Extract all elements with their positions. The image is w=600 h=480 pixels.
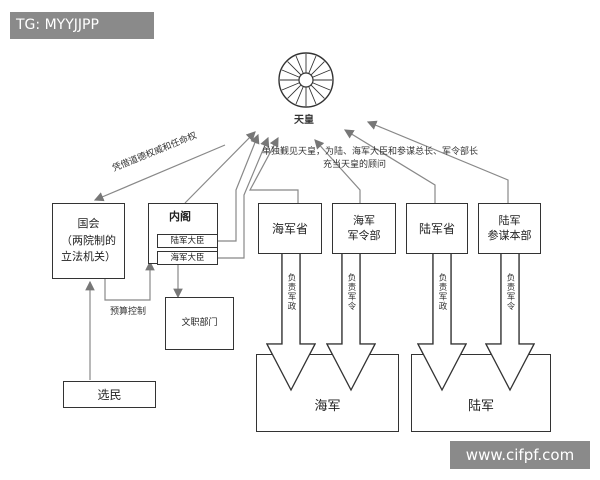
diet-box: 国会 （两院制的 立法机关） <box>52 203 125 279</box>
emperor-to-diet-arrow <box>93 144 226 202</box>
army-minister-box: 陆军大臣 <box>157 234 218 248</box>
navy-admin-label: 负责军政 <box>286 273 296 311</box>
top-note-line1: 单独觐见天皇，为陆、海军大臣和参谋总长、军令部长 <box>262 147 479 157</box>
army-admin-label: 负责军政 <box>437 273 447 311</box>
army-minister-to-emperor-arrow <box>218 133 260 242</box>
army-label: 陆军 <box>467 399 494 415</box>
navy-ministry-to-emperor-arrow <box>248 136 299 203</box>
top-note-line2: 充当天皇的顾问 <box>323 160 387 170</box>
budget-control-label: 预算控制 <box>109 304 148 317</box>
army-command-resp-label: 负责军令 <box>505 273 515 311</box>
army-ministry-to-emperor-arrow <box>343 129 436 203</box>
watermark-top: TG: MYYJJPP <box>10 12 154 39</box>
cabinet-to-emperor-arrow <box>184 131 256 204</box>
army-ministry-box: 陆军省 <box>406 203 468 254</box>
emperor-label: 天皇 <box>294 115 314 126</box>
navy-minister-to-emperor-arrow <box>218 136 270 259</box>
watermark-bottom: www.cifpf.com <box>450 441 590 469</box>
army-staff-to-emperor-arrow <box>366 120 509 203</box>
navy-command-resp-label: 负责军令 <box>346 273 356 311</box>
army-staff-box: 陆军 参谋本部 <box>478 203 541 254</box>
navy-command-to-emperor-arrow <box>314 139 361 203</box>
budget-control-arrow <box>104 260 155 301</box>
civil-dept-box: 文职部门 <box>165 297 234 350</box>
navy-label: 海军 <box>314 399 341 415</box>
navy-minister-box: 海军大臣 <box>157 251 218 265</box>
cabinet-label: 内阁 <box>169 210 191 223</box>
voters-box: 选民 <box>63 381 156 408</box>
navy-command-box: 海军 军令部 <box>332 203 396 254</box>
navy-ministry-box: 海军省 <box>258 203 322 254</box>
